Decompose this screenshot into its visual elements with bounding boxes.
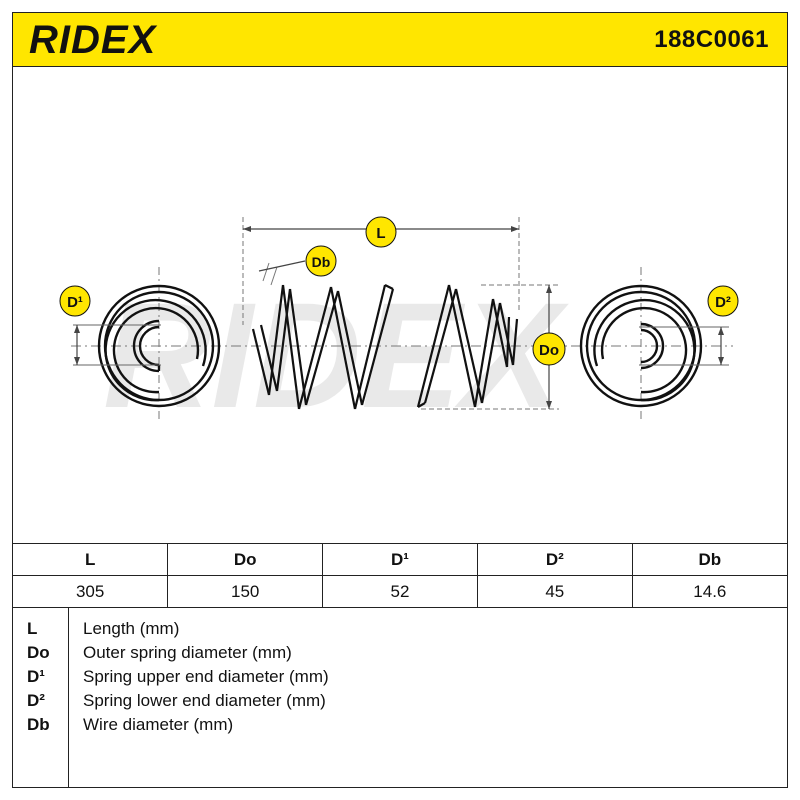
d1-label-badge [59,285,91,317]
lower-coil-outer [579,284,703,408]
db-ext-2 [270,266,278,286]
upper-coil-outer [97,284,221,408]
table-value-cell: 305 [13,575,169,608]
legend-item: Db Wire diameter (mm) [13,715,787,739]
db-label: Db [312,254,331,270]
l-label: L [376,225,385,242]
d2-label-badge [707,285,739,317]
coil-4-back-outer [447,284,477,408]
coil-4-front-outer [416,284,451,408]
coil-right-end-outer [505,316,511,368]
l-label-badge [365,216,397,248]
spring-diagram: RIDEX D¹ [13,67,787,543]
lower-coil-spiral-1 [593,298,696,402]
legend-text: Outer spring diameter (mm) [83,643,292,662]
legend-item: D¹ Spring upper end diameter (mm) [13,667,787,691]
table-header-cell: L [13,543,169,576]
coil-4-bottom-cap [417,402,426,408]
legend-text: Spring upper end diameter (mm) [83,667,329,686]
d1-label: D¹ [67,294,83,311]
coil-5-back-outer [491,298,509,368]
coil-3-top-cap [384,284,394,290]
upper-coil-spiral-2 [112,306,200,394]
table-header-cell: D² [476,543,633,576]
db-ext-1 [262,262,270,282]
table-header-cell: Do [167,543,324,576]
upper-coil-inner-arc [132,319,160,373]
table-header-row: L Do D¹ D² Db [13,543,787,576]
legend-item: Do Outer spring diameter (mm) [13,643,787,667]
table-header-cell: D¹ [322,543,478,576]
do-label: Do [539,342,559,359]
header-bar: RIDEX 188C0061 [13,13,787,67]
part-number: 188C0061 [654,26,769,53]
coil-3-front-outer [353,284,387,410]
table-header-cell: Db [631,543,787,576]
coil-4-front-inner [423,288,458,404]
legend-key: D¹ [27,667,45,686]
lower-coil-spiral-2 [600,306,688,394]
legend-item: L Length (mm) [13,619,787,643]
coil-5-front-outer [473,298,495,408]
d2-label: D² [715,294,731,311]
length-dimension: L [242,216,520,325]
legend: L Length (mm) Do Outer spring diameter (… [13,607,787,787]
d1-dimension-arrows [74,325,80,365]
coil-2-front-inner [304,290,340,406]
table-value-cell: 52 [322,575,478,608]
lower-coil-inner-arc-2 [640,328,659,364]
legend-key: Do [27,643,50,662]
upper-coil-spiral-1 [104,298,207,402]
db-dimension-line [258,260,306,272]
coil-1-back-outer [281,284,301,410]
do-label-badge [532,332,566,366]
coil-right-end-inner [511,318,519,366]
coil-1-back-inner [288,288,308,406]
coil-1-front-inner [275,288,292,392]
spring-drawing: RIDEX D¹ [59,216,739,439]
legend-key: D² [27,691,45,710]
legend-key: Db [27,715,50,734]
coil-5-back-inner [498,302,515,366]
legend-text: Length (mm) [83,619,180,638]
coil-4-back-inner [454,288,484,404]
coil-2-front-outer [297,286,333,410]
table-value-cell: 45 [476,575,633,608]
dimension-table: L Do D¹ D² Db 305 150 52 45 14.6 [13,543,787,608]
legend-item: D² Spring lower end diameter (mm) [13,691,787,715]
upper-end-view: D¹ [59,267,221,423]
legend-text: Wire diameter (mm) [83,715,234,734]
coil-3-front-inner [360,288,395,406]
d2-dimension-arrows [718,327,724,365]
coil-2-back-outer [329,286,357,410]
logo-text: RIDEX [29,19,158,61]
lower-end-view: D² [579,267,739,423]
lower-coil-inner-arc [640,322,665,370]
db-label-badge [305,245,337,277]
upper-coil-inner-arc-2 [138,325,160,367]
table-value-row: 305 150 52 45 14.6 [13,575,787,608]
wire-dimension: Db [258,245,337,286]
legend-text: Spring lower end diameter (mm) [83,691,326,710]
spec-sheet: RIDEX 188C0061 RIDEX [12,12,788,788]
ridex-logo: RIDEX [29,19,158,61]
coil-left-end-outer [251,328,271,396]
coil-2-back-inner [336,290,364,406]
legend-divider [68,607,69,787]
table-value-cell: 14.6 [631,575,787,608]
spring-side-view [251,284,519,410]
coil-1-front-outer [267,284,285,396]
coil-left-end-inner [259,324,279,392]
legend-key: L [27,619,38,638]
outer-dimension: Do [421,284,566,410]
table-value-cell: 150 [167,575,324,608]
